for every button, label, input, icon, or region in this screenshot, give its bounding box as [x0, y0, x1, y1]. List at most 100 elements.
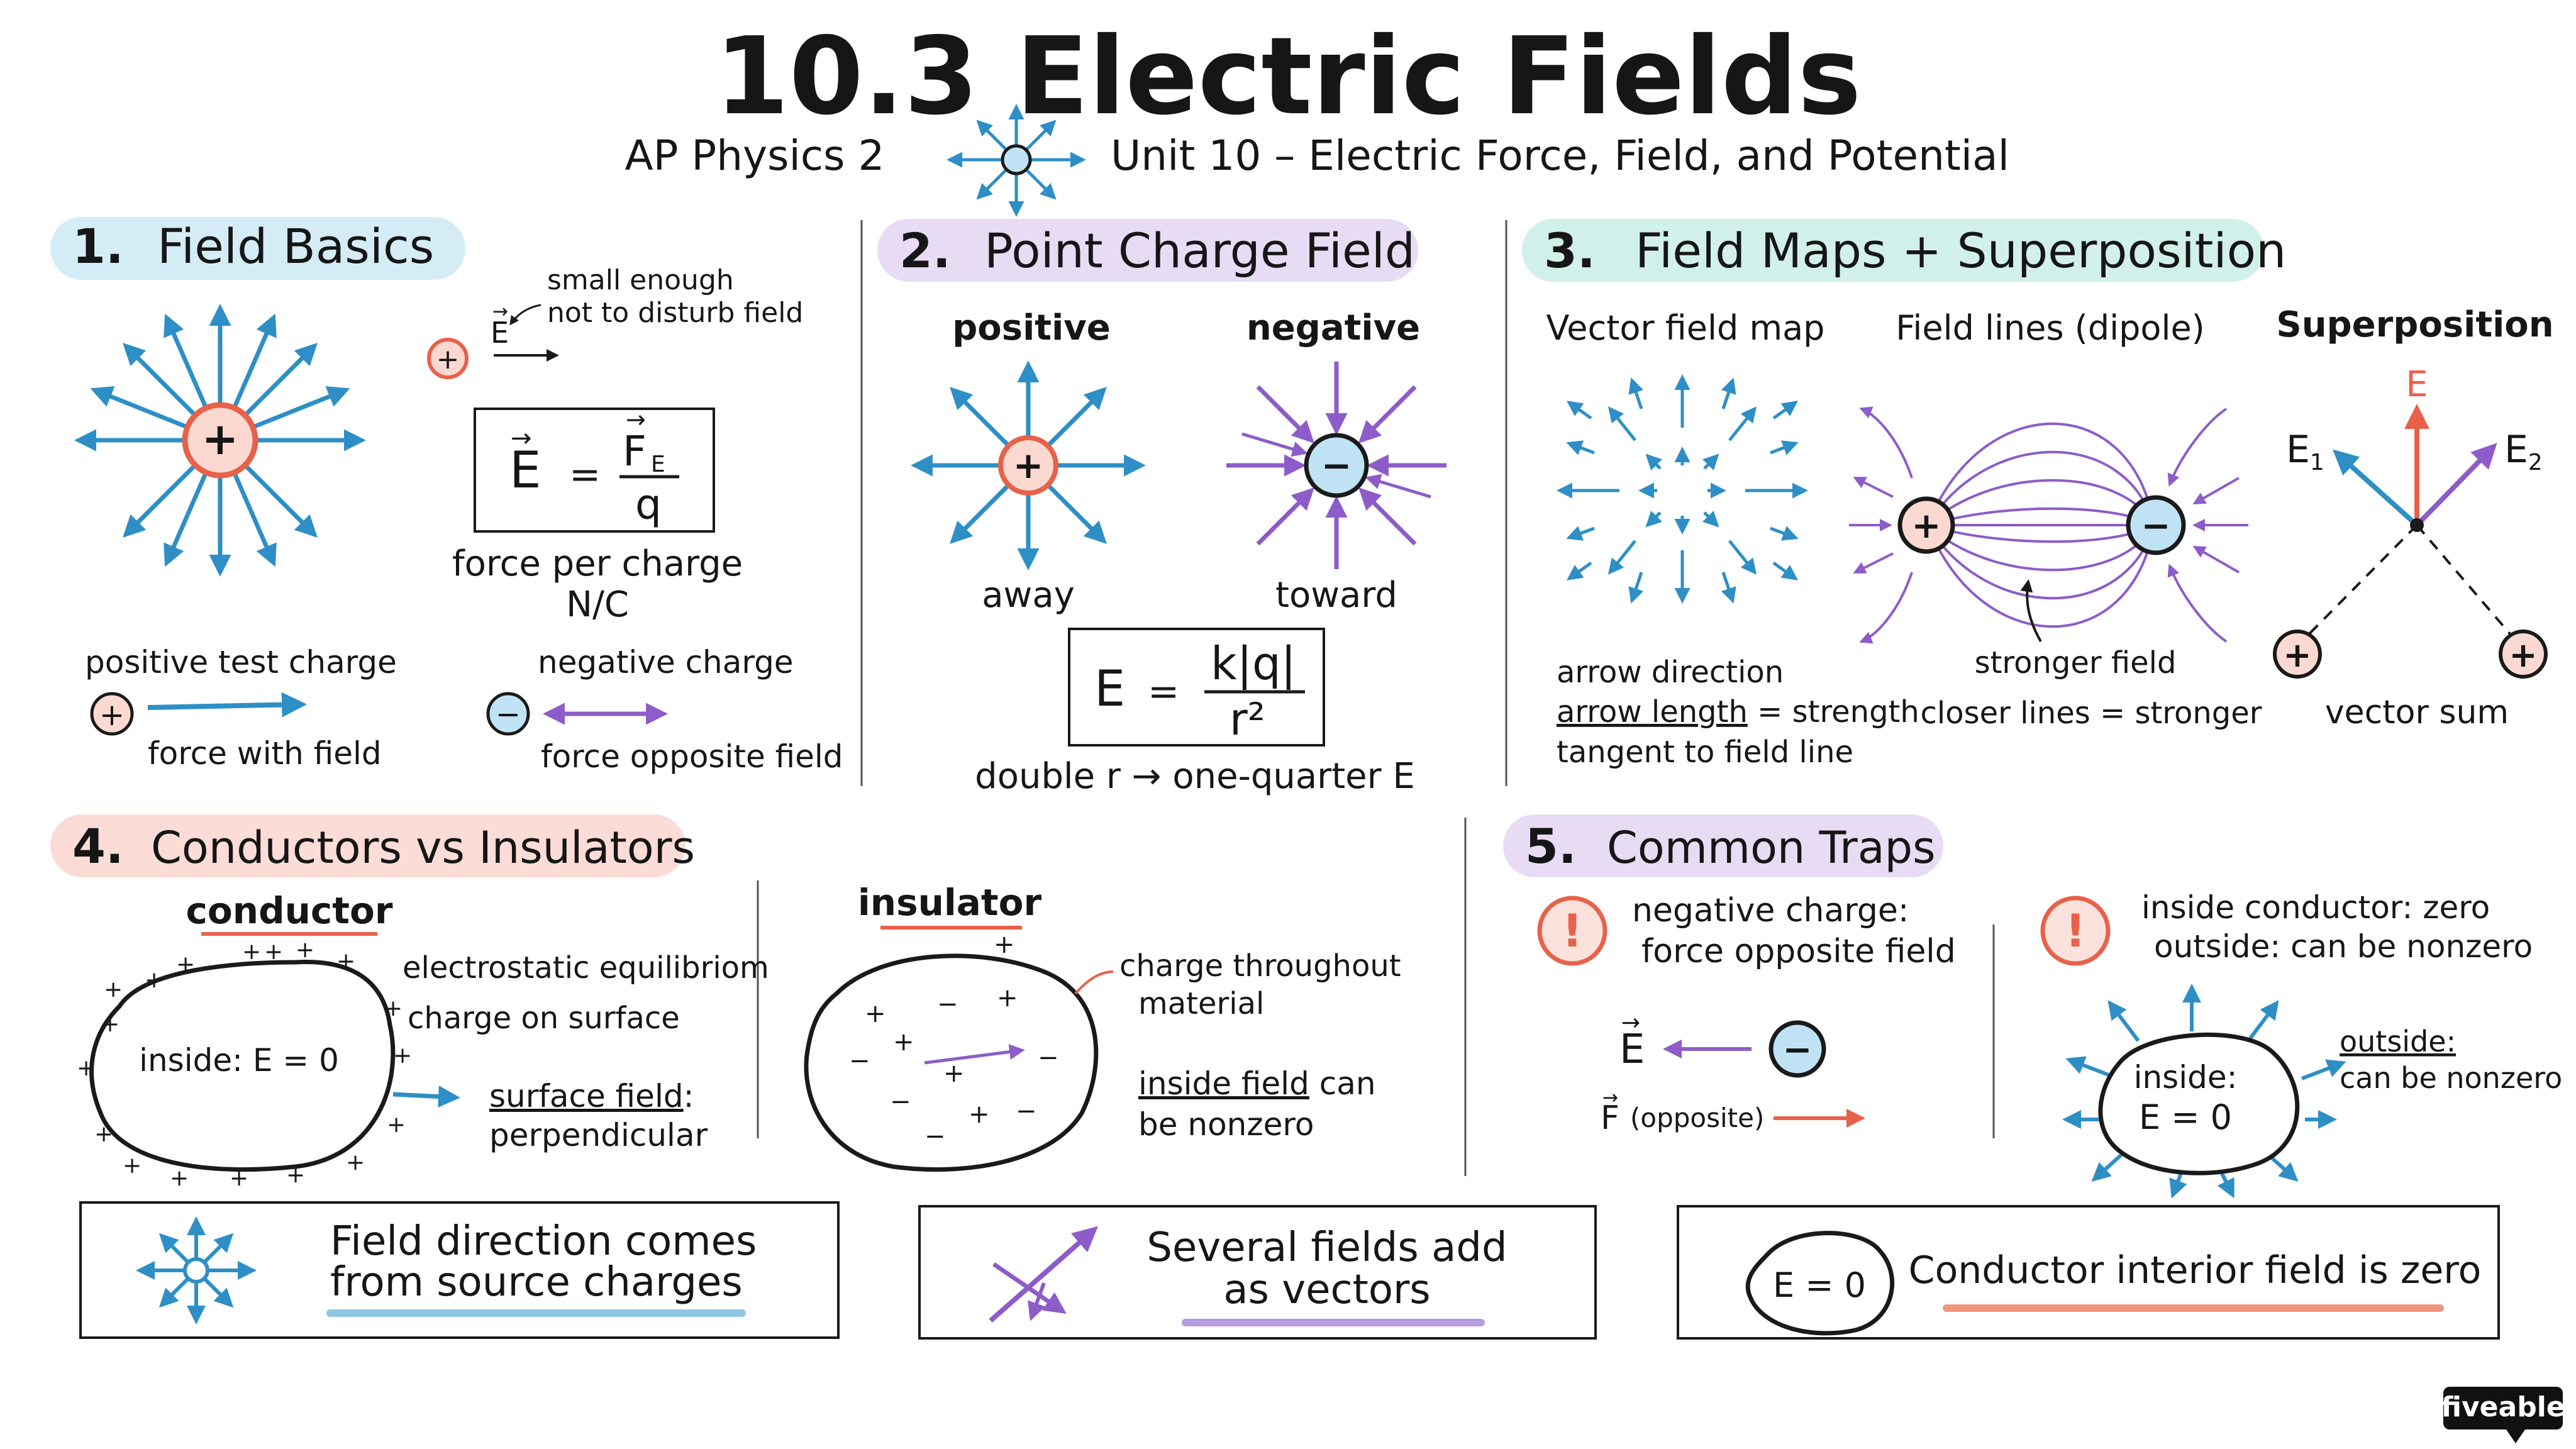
svg-text:+: + — [286, 1162, 305, 1188]
heading-highlight — [50, 217, 465, 280]
svg-text:→: → — [492, 301, 508, 323]
svg-text:k|q|: k|q| — [1211, 637, 1296, 691]
section-point-charge-field: 2. Point Charge Field positive negative … — [877, 219, 1446, 797]
superposition-title: Superposition — [2276, 304, 2553, 345]
trap-inside-value: E = 0 — [2139, 1097, 2232, 1137]
course-label: AP Physics 2 — [625, 131, 885, 180]
insulator-note: inside field can — [1138, 1065, 1376, 1102]
section-number: 5. — [1525, 818, 1577, 874]
toward-label: toward — [1275, 575, 1397, 616]
section-heading: Point Charge Field — [984, 223, 1415, 279]
svg-text:!: ! — [2065, 904, 2086, 957]
svg-text:−: − — [1321, 444, 1352, 487]
field-2-label: E2 — [2504, 428, 2543, 475]
svg-text:E: E — [651, 452, 665, 477]
svg-text:→: → — [626, 406, 646, 433]
conductor-note: perpendicular — [489, 1117, 708, 1153]
heading-highlight — [877, 219, 1418, 282]
svg-text:−: − — [1016, 1097, 1037, 1126]
svg-text:+: + — [2283, 635, 2311, 675]
svg-text:E: E — [509, 441, 541, 499]
svg-text:+: + — [94, 1121, 113, 1147]
brand-logo: fiveable — [2441, 1391, 2565, 1423]
section-number: 3. — [1544, 223, 1596, 279]
away-label: away — [982, 575, 1075, 616]
svg-text:−: − — [1038, 1043, 1059, 1072]
svg-text:−: − — [849, 1046, 870, 1075]
warning-icon: ! — [2040, 896, 2111, 966]
footer-blob-label: E = 0 — [1773, 1265, 1866, 1305]
svg-text:+: + — [336, 948, 355, 974]
svg-text:+: + — [393, 1043, 412, 1069]
negative-charge-arrow: − — [486, 692, 668, 736]
svg-text:+: + — [1013, 444, 1044, 487]
svg-text:+: + — [969, 1100, 990, 1129]
svg-text:=: = — [1148, 670, 1179, 714]
svg-text:r²: r² — [1230, 694, 1265, 745]
svg-text:+: + — [170, 1165, 189, 1191]
section-heading: Field Maps + Superposition — [1635, 223, 2286, 279]
insulator-blob: + − + − + − − + − − + + — [804, 930, 1099, 1172]
footer-text: as vectors — [1223, 1267, 1430, 1313]
footer-box-field-direction: Field direction comes from source charge… — [79, 1201, 840, 1339]
surface-field-arrow — [392, 1085, 460, 1108]
insulator-title: insulator — [858, 881, 1042, 924]
insulator-note: material — [1138, 986, 1264, 1021]
test-charge: + E → — [427, 301, 559, 379]
section-heading: Conductors vs Insulators — [151, 822, 695, 874]
vector-field-map — [1557, 374, 1808, 604]
positive-field-diagram: + — [74, 304, 366, 577]
conductor-note: charge on surface — [408, 1001, 680, 1036]
svg-text:+: + — [145, 967, 164, 993]
conductor-blob: +++ +++ +++ +++ +++ +++ — [77, 937, 412, 1191]
trap-text: negative charge: — [1632, 892, 1909, 930]
heading-highlight — [1503, 814, 1943, 877]
svg-text:−: − — [2141, 506, 2171, 547]
svg-text:+: + — [387, 1112, 406, 1138]
svg-text:+: + — [202, 413, 239, 465]
dipole-note: closer lines = stronger — [1920, 696, 2262, 731]
page-title: 10.3 Electric Fields — [714, 14, 1861, 139]
positive-label: positive — [952, 308, 1111, 348]
svg-text:+: + — [104, 977, 123, 1002]
section-common-traps: 5. Common Traps ! negative charge: force… — [1503, 814, 2562, 1199]
section-number: 2. — [899, 223, 951, 279]
svg-text:+: + — [123, 1153, 142, 1179]
svg-text:+: + — [997, 984, 1018, 1013]
field-source-icon — [947, 104, 1086, 217]
test-charge-note: small enough — [547, 264, 734, 296]
positive-test-charge-arrow: + — [90, 692, 307, 736]
leader-line — [1074, 970, 1114, 995]
net-field-label: E — [2406, 364, 2428, 405]
section-field-maps: 3. Field Maps + Superposition Vector fie… — [1522, 219, 2554, 770]
negative-label: negative — [1246, 308, 1420, 348]
svg-text:+: + — [242, 939, 261, 965]
svg-text:+: + — [346, 1150, 365, 1175]
map-note: arrow direction — [1557, 655, 1784, 690]
dipole-charges: + − — [1897, 495, 2186, 642]
trap-text: force opposite field — [1641, 933, 1956, 970]
svg-text:+: + — [99, 697, 125, 733]
svg-text:F: F — [1601, 1099, 1619, 1137]
positive-test-charge-label: positive test charge — [85, 644, 397, 680]
field-formula-box — [474, 408, 715, 533]
section-heading: Common Traps — [1607, 822, 1936, 874]
field-source-icon — [136, 1216, 257, 1324]
footer-text: Field direction comes — [330, 1218, 757, 1265]
map-note: tangent to field line — [1557, 735, 1853, 770]
svg-text:−: − — [1783, 1030, 1813, 1070]
field-formula: E → = F E → q — [509, 406, 679, 529]
section-number: 1. — [72, 218, 124, 274]
dipole-note: stronger field — [1975, 645, 2177, 680]
inverse-square-note: double r → one-quarter E — [975, 756, 1415, 797]
svg-text:+: + — [264, 939, 283, 965]
svg-text:−: − — [924, 1122, 946, 1151]
svg-text:+: + — [2509, 635, 2537, 675]
vector-addition-icon — [989, 1226, 1099, 1323]
svg-text:+: + — [1912, 506, 1941, 547]
brand-badge: fiveable — [2441, 1387, 2565, 1443]
coulomb-formula: E = k|q| r² — [1094, 637, 1305, 745]
svg-text:E: E — [1094, 661, 1125, 718]
unit-label: Unit 10 – Electric Force, Field, and Pot… — [1111, 131, 2009, 180]
svg-text:=: = — [569, 453, 601, 497]
